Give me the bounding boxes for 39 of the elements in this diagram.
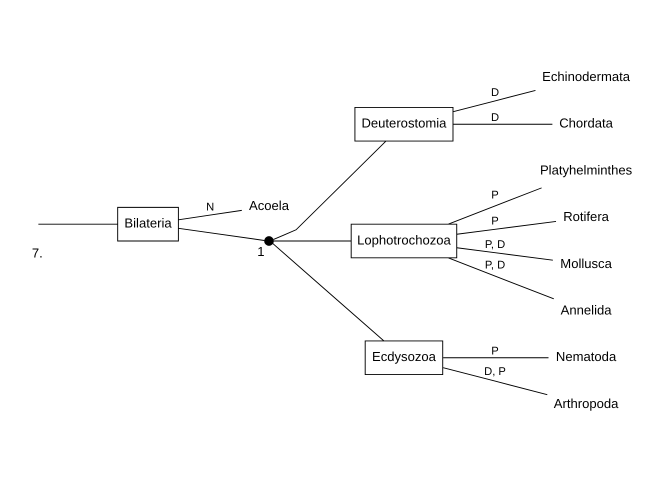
edge-label: P, D — [484, 259, 506, 272]
node-text: Nematoda — [556, 348, 616, 364]
node-box: Deuterostomia — [354, 106, 454, 142]
node-text: Mollusca — [560, 255, 612, 270]
connector — [442, 366, 548, 395]
edge-label: D, P — [484, 366, 506, 378]
node-text: Arthropoda — [554, 395, 618, 410]
node-text: Chordata — [559, 115, 613, 130]
edge-label: P, D — [484, 238, 506, 251]
connector — [273, 240, 352, 241]
connector — [273, 140, 386, 240]
connector — [448, 257, 554, 299]
connector — [448, 186, 542, 224]
connector — [38, 223, 118, 224]
connector — [456, 220, 556, 234]
edge-label: P — [491, 345, 499, 358]
node-text: Acoela — [249, 197, 289, 212]
edge-label: D — [490, 86, 500, 98]
connector — [442, 356, 549, 358]
node-box: Ecdysozoa — [364, 340, 444, 375]
node-text: Rotifera — [563, 208, 609, 224]
label: 7. — [32, 245, 43, 260]
connector — [452, 123, 553, 124]
node-text: Platyhelminthes — [540, 162, 632, 177]
connector — [272, 242, 384, 341]
node-text: Echinodermata — [542, 68, 630, 84]
node-text: Annelida — [560, 302, 612, 318]
edge-label: D — [490, 112, 500, 124]
connector — [178, 209, 242, 220]
connector — [456, 246, 554, 260]
node-box: Bilateria — [117, 206, 179, 241]
node-box: Lophotrochozoa — [350, 223, 458, 258]
connector — [178, 227, 265, 240]
edge-label: P — [491, 189, 499, 202]
edge-label: N — [206, 201, 214, 214]
node-label: 1 — [257, 243, 265, 258]
edge-label: P — [491, 215, 499, 228]
node-circle — [264, 236, 274, 246]
connector — [452, 89, 536, 112]
